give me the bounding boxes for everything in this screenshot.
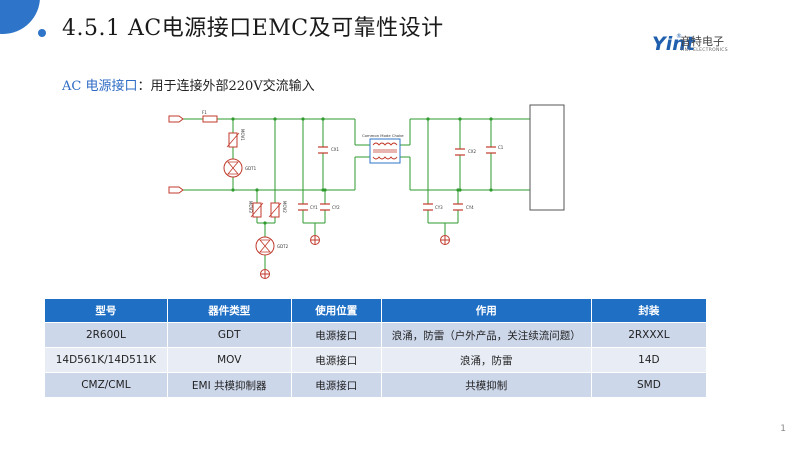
table-row: 2R600L GDT 电源接口 浪涌，防雷（户外产品，关注续流问题） 2RXXX… [45, 322, 708, 348]
label-gdt2: GDT2 [277, 244, 289, 249]
cell-package: 14D [591, 347, 708, 373]
logo-en-text: YINT ELECTRONICS [680, 48, 728, 53]
logo-cn-text: 音特电子 [680, 35, 724, 48]
cell-package: SMD [591, 372, 708, 397]
cell-model: CMZ/CML [45, 372, 168, 397]
header-model: 型号 [45, 299, 168, 323]
corner-decoration [0, 0, 40, 34]
section-subtitle: AC 电源接口：用于连接外部220V交流输入 [62, 75, 315, 94]
label-mov3: MOV3 [248, 201, 253, 213]
company-logo: Yint ® [652, 33, 696, 55]
table-row: CMZ/CML EMI 共模抑制器 电源接口 共模抑制 SMD [45, 372, 708, 397]
label-gdt1: GDT1 [245, 166, 257, 171]
header-device-type: 器件类型 [167, 299, 292, 323]
page-number: 1 [780, 424, 786, 434]
mov1-symbol [228, 132, 238, 148]
cell-model: 14D561K/14D511K [45, 347, 168, 373]
cell-position: 电源接口 [291, 322, 382, 348]
label-cy1: CY1 [310, 205, 318, 210]
label-mov1: MOV1 [240, 129, 245, 141]
load-block [529, 104, 565, 211]
mov2-symbol [270, 202, 280, 218]
cell-model: 2R600L [45, 322, 168, 348]
subtitle-highlight: AC 电源接口 [62, 79, 138, 94]
cell-position: 电源接口 [291, 347, 382, 373]
slide-title: 4.5.1 AC电源接口EMC及可靠性设计 [62, 16, 444, 41]
cell-function: 浪涌，防雷 [381, 347, 592, 373]
header-function: 作用 [381, 299, 592, 323]
label-mov2: MOV2 [282, 201, 287, 213]
cell-function: 浪涌，防雷（户外产品，关注续流问题） [381, 322, 592, 348]
fuse-f1 [202, 115, 218, 123]
table-row: 14D561K/14D511K MOV 电源接口 浪涌，防雷 14D [45, 347, 708, 373]
label-choke: Common Mode Choke [362, 133, 404, 138]
corner-dot [38, 29, 46, 37]
logo-mark: Yint [652, 33, 696, 55]
common-mode-choke [369, 138, 401, 164]
header-package: 封装 [591, 299, 708, 323]
component-table: 型号 器件类型 使用位置 作用 封装 2R600L GDT 电源接口 浪涌，防雷… [45, 299, 708, 397]
label-cx2: CX2 [468, 149, 477, 154]
mov3-symbol [252, 202, 262, 218]
gdt1-symbol [223, 158, 243, 178]
cell-device-type: MOV [167, 347, 292, 373]
label-cy2: CY2 [332, 205, 340, 210]
cell-device-type: GDT [167, 322, 292, 348]
cell-function: 共模抑制 [381, 372, 592, 397]
label-cy4: CY4 [466, 205, 474, 210]
label-cx1: CX1 [331, 147, 340, 152]
label-f1: F1 [202, 110, 207, 115]
header-position: 使用位置 [291, 299, 382, 323]
label-c1: C1 [498, 145, 504, 150]
ac-interface-schematic: F1 MOV1 GDT1 MOV2 MOV3 GDT2 CX1 CY1 CY2 … [168, 104, 565, 279]
label-cy3: CY3 [435, 205, 443, 210]
cell-package: 2RXXXL [591, 322, 708, 348]
cell-position: 电源接口 [291, 372, 382, 397]
subtitle-text: ：用于连接外部220V交流输入 [137, 79, 315, 94]
cell-device-type: EMI 共模抑制器 [167, 372, 292, 397]
logo-registered: ® [676, 33, 682, 40]
gdt2-symbol [255, 236, 275, 256]
table-header-row: 型号 器件类型 使用位置 作用 封装 [45, 299, 708, 323]
